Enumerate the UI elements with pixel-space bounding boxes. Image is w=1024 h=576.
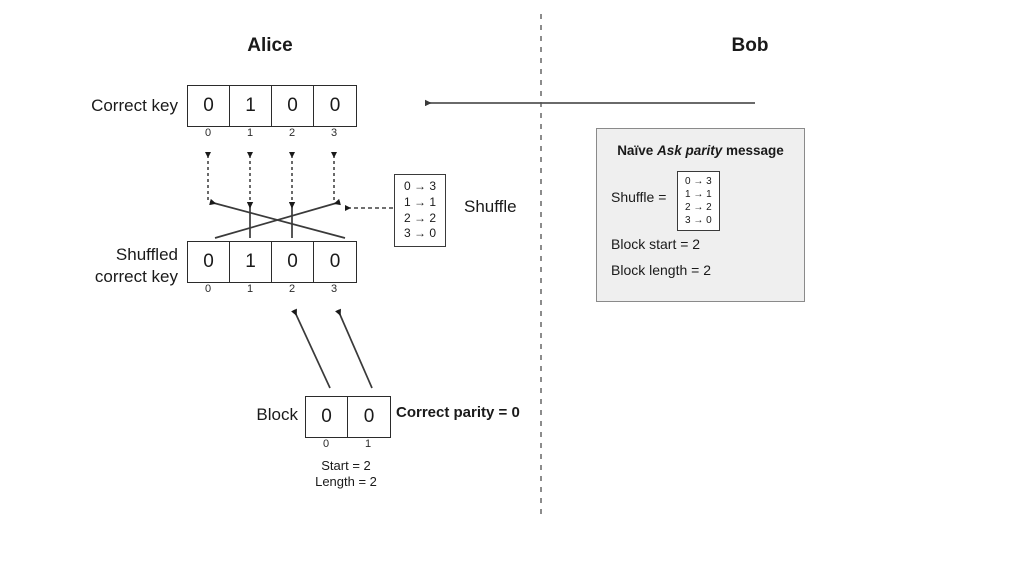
index-label: 1: [364, 438, 372, 450]
bit-cell: 0: [188, 242, 230, 282]
bit-cell: 0: [306, 397, 348, 437]
shuffle-map-row: 0 → 3: [404, 179, 437, 193]
index-label: 2: [288, 283, 296, 295]
shuffle-label: Shuffle: [464, 197, 517, 216]
message-title-prefix: Naïve: [617, 143, 657, 158]
bit-cell: 0: [329, 95, 341, 116]
bit-cell: 1: [230, 86, 272, 126]
shuffle-map-row: 3 → 0: [404, 226, 437, 241]
shuffled-key-label-line1: Shuffled: [115, 245, 178, 264]
shuffle-map-row: 1 → 1: [404, 194, 437, 209]
bob-title: Bob: [731, 35, 769, 56]
correct-key-array: 0 1 0 0: [187, 85, 357, 127]
bit-cell: 1: [230, 242, 272, 282]
bit-cell: 0: [329, 251, 341, 272]
alice-title: Alice: [247, 35, 293, 56]
message-block-length: Block length = 2: [611, 262, 712, 278]
ask-parity-message-panel: Naïve Ask parity message Shuffle = 0 → 3…: [596, 128, 805, 302]
index-label: 3: [330, 283, 338, 295]
block-label: Block: [256, 405, 298, 424]
shuffle-mapping-box: 0 → 3 1 → 1 2 → 2 3 → 0: [394, 174, 447, 248]
block-start-label: Start = 2: [321, 458, 371, 473]
correct-parity-label: Correct parity = 0: [396, 404, 520, 421]
bit-cell: 0: [272, 242, 314, 282]
correct-key-indices: 0 1 2 3: [187, 127, 355, 139]
message-shuffle-label: Shuffle =: [611, 189, 667, 205]
shuffled-key-indices: 0 1 2 3: [187, 283, 355, 295]
bit-cell: 0: [272, 86, 314, 126]
shuffle-map-row: 3 → 0: [685, 215, 712, 226]
index-label: 3: [330, 127, 338, 139]
shuffle-map-row: 2 → 2: [685, 202, 712, 213]
index-label: 0: [322, 438, 330, 450]
index-label: 0: [204, 283, 212, 295]
block-array: 0 0: [305, 396, 391, 438]
bit-cell: 0: [188, 86, 230, 126]
shuffle-map-row: 2 → 2: [404, 210, 437, 225]
shuffle-map-row: 0 → 3: [685, 176, 712, 187]
shuffled-key-array: 0 1 0 0: [187, 241, 357, 283]
index-label: 1: [246, 127, 254, 139]
index-label: 0: [204, 127, 212, 139]
message-title: Naïve Ask parity message: [597, 143, 804, 158]
block-length-label: Length = 2: [315, 474, 377, 489]
message-title-emphasis: Ask parity: [656, 143, 723, 158]
index-label: 2: [288, 127, 296, 139]
block-indices: 0 1: [305, 438, 389, 450]
message-shuffle-mapping-box: 0 → 3 1 → 1 2 → 2 3 → 0: [677, 171, 720, 231]
bit-cell: 0: [363, 406, 375, 427]
index-label: 1: [246, 283, 254, 295]
message-title-suffix: message: [722, 143, 784, 158]
shuffled-key-label-line2: correct key: [94, 267, 178, 286]
shuffle-map-row: 1 → 1: [685, 189, 712, 200]
correct-key-label: Correct key: [91, 96, 178, 115]
message-block-start: Block start = 2: [611, 236, 701, 252]
